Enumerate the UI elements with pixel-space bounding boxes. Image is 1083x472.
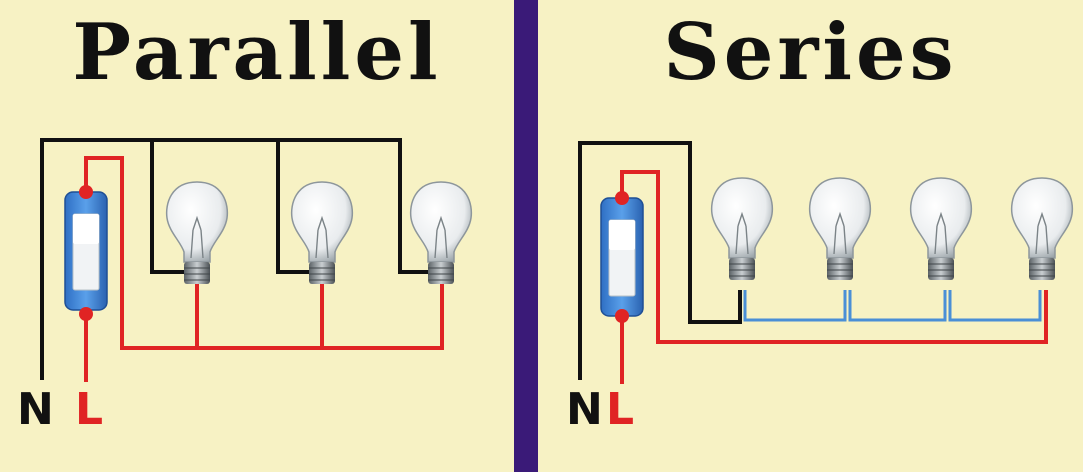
series-line-wire	[620, 170, 1048, 384]
parallel-bulb-3-icon	[409, 181, 473, 285]
series-bulb-2-icon	[808, 177, 872, 281]
switch-terminal-bottom	[615, 309, 629, 323]
switch-terminal-top	[79, 185, 93, 199]
switch-terminal-bottom	[79, 307, 93, 321]
series-bulb-3-icon	[909, 177, 973, 281]
series-line-label: L	[606, 384, 635, 435]
parallel-neutral-label: N	[17, 384, 54, 435]
series-bulb-1-icon	[710, 177, 774, 281]
series-neutral-wire	[578, 141, 742, 380]
parallel-bulb-2-icon	[290, 181, 354, 285]
series-neutral-label: N	[566, 384, 603, 435]
series-bulb-4-icon	[1010, 177, 1074, 281]
parallel-bulb-1-icon	[165, 181, 229, 285]
series-title: Series	[663, 7, 958, 98]
parallel-switch-icon	[64, 191, 108, 311]
series-switch-icon	[600, 197, 644, 317]
parallel-line-label: L	[75, 384, 104, 435]
parallel-title: Parallel	[72, 7, 442, 98]
panel-divider	[514, 0, 538, 472]
series-link-wire	[743, 290, 1042, 322]
parallel-neutral-wire	[40, 138, 430, 380]
switch-terminal-top	[615, 191, 629, 205]
parallel-line-wire	[84, 156, 444, 382]
